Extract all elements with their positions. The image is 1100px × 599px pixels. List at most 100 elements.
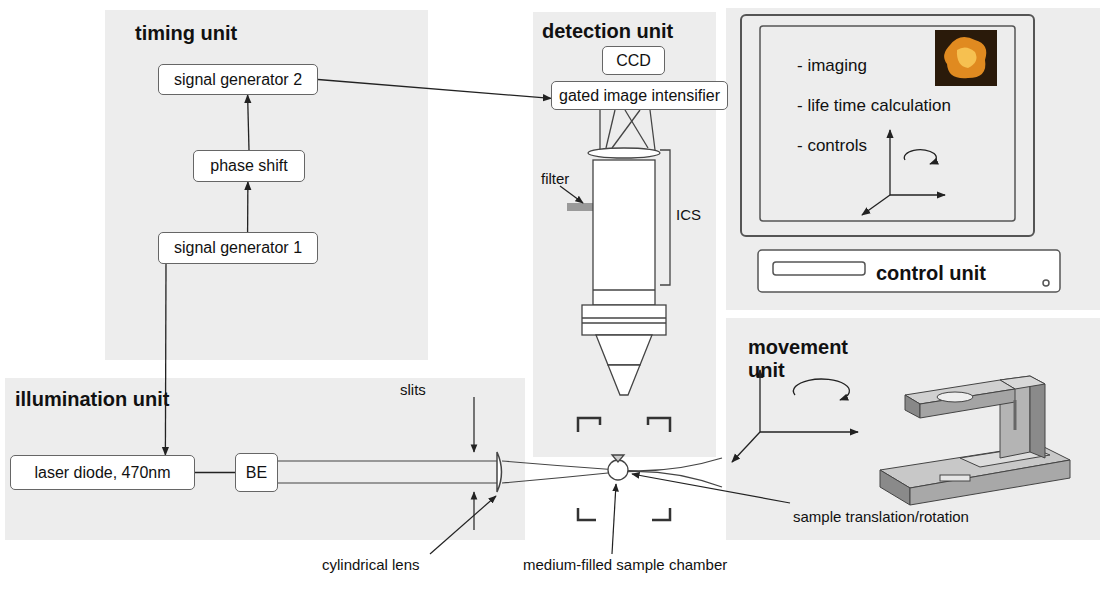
control-axes xyxy=(862,195,890,215)
callout-label: ICS xyxy=(676,206,701,223)
connector-arrow xyxy=(248,95,249,150)
detection-optics xyxy=(582,317,666,318)
translation-stage xyxy=(905,395,920,418)
detection-optics xyxy=(593,160,655,305)
sample xyxy=(612,455,624,462)
detection-optics xyxy=(582,305,666,335)
screen-image xyxy=(935,30,997,86)
leader-arrows xyxy=(473,397,474,452)
translation-stage xyxy=(940,475,970,481)
translation-stage xyxy=(910,460,1070,505)
callout-label: slits xyxy=(400,381,426,398)
beam xyxy=(278,460,497,461)
screen-image xyxy=(935,30,997,86)
label-text: medium-filled sample chamber xyxy=(523,556,727,573)
computer-base xyxy=(1043,280,1049,286)
computer-base xyxy=(773,262,865,275)
translation-stage xyxy=(920,389,1015,418)
translation-stage xyxy=(880,470,910,505)
unit-heading: control unit xyxy=(876,262,986,285)
detection-optics xyxy=(599,110,600,150)
monitor-screen xyxy=(760,26,1015,221)
callout-label: medium-filled sample chamber xyxy=(523,556,727,573)
label-text: slits xyxy=(400,381,426,398)
leader-arrows xyxy=(632,474,790,503)
unit-heading: movement unit xyxy=(748,336,868,382)
unit-panel: illumination unit laser diode, 470nm BE xyxy=(5,378,525,540)
computer-base xyxy=(758,250,1060,292)
sample-chamber xyxy=(578,508,596,520)
movement-axes xyxy=(732,432,760,462)
callout-label: filter xyxy=(541,170,569,187)
cylindrical-lens xyxy=(497,452,502,492)
movement-axes xyxy=(793,379,849,400)
detection-optics xyxy=(582,322,666,323)
connector-arrow xyxy=(247,182,249,232)
detection-optics xyxy=(567,110,670,395)
unit-panel: timing unit signal generator 2 phase shift… xyxy=(105,10,428,360)
box-label: laser diode, 470nm xyxy=(34,464,170,482)
movement-axes xyxy=(732,370,858,462)
sample-chamber xyxy=(652,508,670,520)
callout-label: cylindrical lens xyxy=(322,556,420,573)
detection-optics xyxy=(612,110,640,148)
monitor-text: - controls xyxy=(797,136,867,156)
sample-chamber xyxy=(648,418,670,432)
process-box: CCD xyxy=(602,46,665,75)
detection-optics xyxy=(650,110,655,150)
label-text: ICS xyxy=(676,206,701,223)
box-label: signal generator 2 xyxy=(174,71,302,89)
translation-stage xyxy=(1030,376,1045,458)
computer-base xyxy=(758,250,1060,292)
control-axes xyxy=(904,150,936,164)
monitor-text: - life time calculation xyxy=(797,96,951,116)
label-text: cylindrical lens xyxy=(322,556,420,573)
box-label: CCD xyxy=(616,52,651,70)
leader-arrows xyxy=(560,186,583,203)
screen-image xyxy=(957,47,977,68)
sample-chamber xyxy=(578,418,600,432)
box-label: signal generator 1 xyxy=(174,239,302,257)
callout-label: sample translation/rotation xyxy=(793,508,969,525)
detection-optics xyxy=(588,148,660,158)
box-label: BE xyxy=(246,464,267,482)
sample xyxy=(608,455,628,480)
unit-heading: illumination unit xyxy=(15,388,169,411)
detection-optics xyxy=(608,365,640,395)
box-label: gated image intensifier xyxy=(559,87,720,105)
cylindrical-lens xyxy=(497,452,502,492)
label-text: filter xyxy=(541,170,569,187)
leader-arrows xyxy=(430,186,790,554)
process-box: signal generator 2 xyxy=(158,64,318,95)
control-axes xyxy=(890,194,945,195)
connector-arrow xyxy=(195,472,235,473)
unit-heading: timing unit xyxy=(135,22,237,45)
process-box: laser diode, 470nm xyxy=(10,455,195,490)
monitor-text: - imaging xyxy=(797,56,867,76)
detection-optics xyxy=(593,289,655,290)
detection-optics xyxy=(606,110,615,148)
label-text: sample translation/rotation xyxy=(793,508,969,525)
process-box: signal generator 1 xyxy=(158,232,318,264)
control-axes xyxy=(889,130,890,195)
detection-optics xyxy=(596,335,652,365)
translation-stage xyxy=(880,376,1070,505)
beam xyxy=(278,482,497,483)
monitor-screen: - imaging - life time calculation - contro… xyxy=(740,14,1035,237)
translation-stage xyxy=(937,392,973,402)
process-box: phase shift xyxy=(193,150,305,182)
unit-heading: detection unit xyxy=(542,20,673,43)
control-axes xyxy=(862,130,945,215)
connector-arrow xyxy=(165,264,167,455)
monitor-screen xyxy=(760,26,1015,221)
sample-chamber xyxy=(578,418,670,520)
connector-arrow xyxy=(318,80,551,99)
process-box: BE xyxy=(235,453,278,492)
box-label: phase shift xyxy=(210,157,287,175)
movement-axes xyxy=(760,431,858,432)
sample xyxy=(608,460,628,480)
leader-arrows xyxy=(473,492,474,530)
process-box: gated image intensifier xyxy=(551,81,728,110)
movement-axes xyxy=(759,370,760,432)
